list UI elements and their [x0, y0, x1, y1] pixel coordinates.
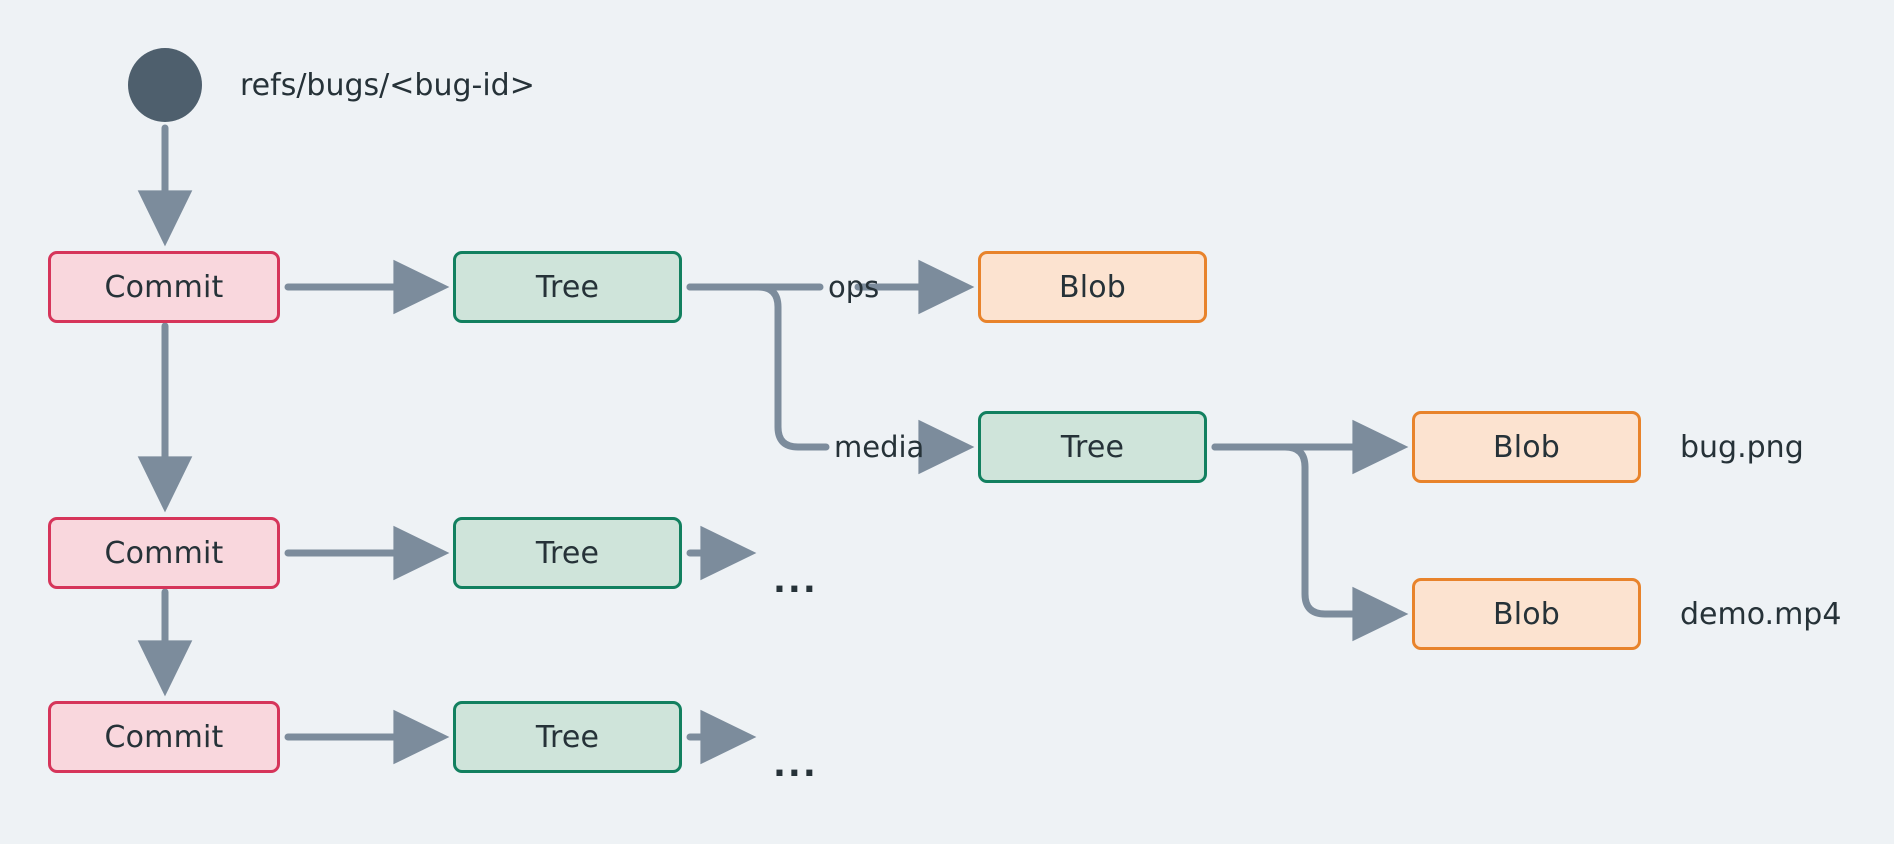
ellipsis-tree-3: ...: [773, 745, 818, 785]
node-blob-demo-mp4[interactable]: Blob: [1412, 578, 1641, 650]
node-commit-3[interactable]: Commit: [48, 701, 280, 773]
ref-label: refs/bugs/<bug-id>: [240, 68, 535, 103]
ref-dot[interactable]: [128, 48, 202, 122]
node-blob-ops[interactable]: Blob: [978, 251, 1207, 323]
ellipsis-tree-2: ...: [773, 561, 818, 601]
node-blob-bug-png[interactable]: Blob: [1412, 411, 1641, 483]
edge-treemedia-to-blobmp4: [1211, 443, 1409, 642]
node-tree-media[interactable]: Tree: [978, 411, 1207, 483]
edge-tree1-to-media: [686, 283, 830, 451]
node-tree-3[interactable]: Tree: [453, 701, 682, 773]
edge-label-ops: ops: [828, 270, 880, 304]
edge-label-media: media: [834, 430, 925, 464]
node-commit-1[interactable]: Commit: [48, 251, 280, 323]
node-tree-1[interactable]: Tree: [453, 251, 682, 323]
file-label-bug-png: bug.png: [1680, 430, 1804, 465]
node-tree-2[interactable]: Tree: [453, 517, 682, 589]
node-commit-2[interactable]: Commit: [48, 517, 280, 589]
file-label-demo-mp4: demo.mp4: [1680, 597, 1842, 632]
